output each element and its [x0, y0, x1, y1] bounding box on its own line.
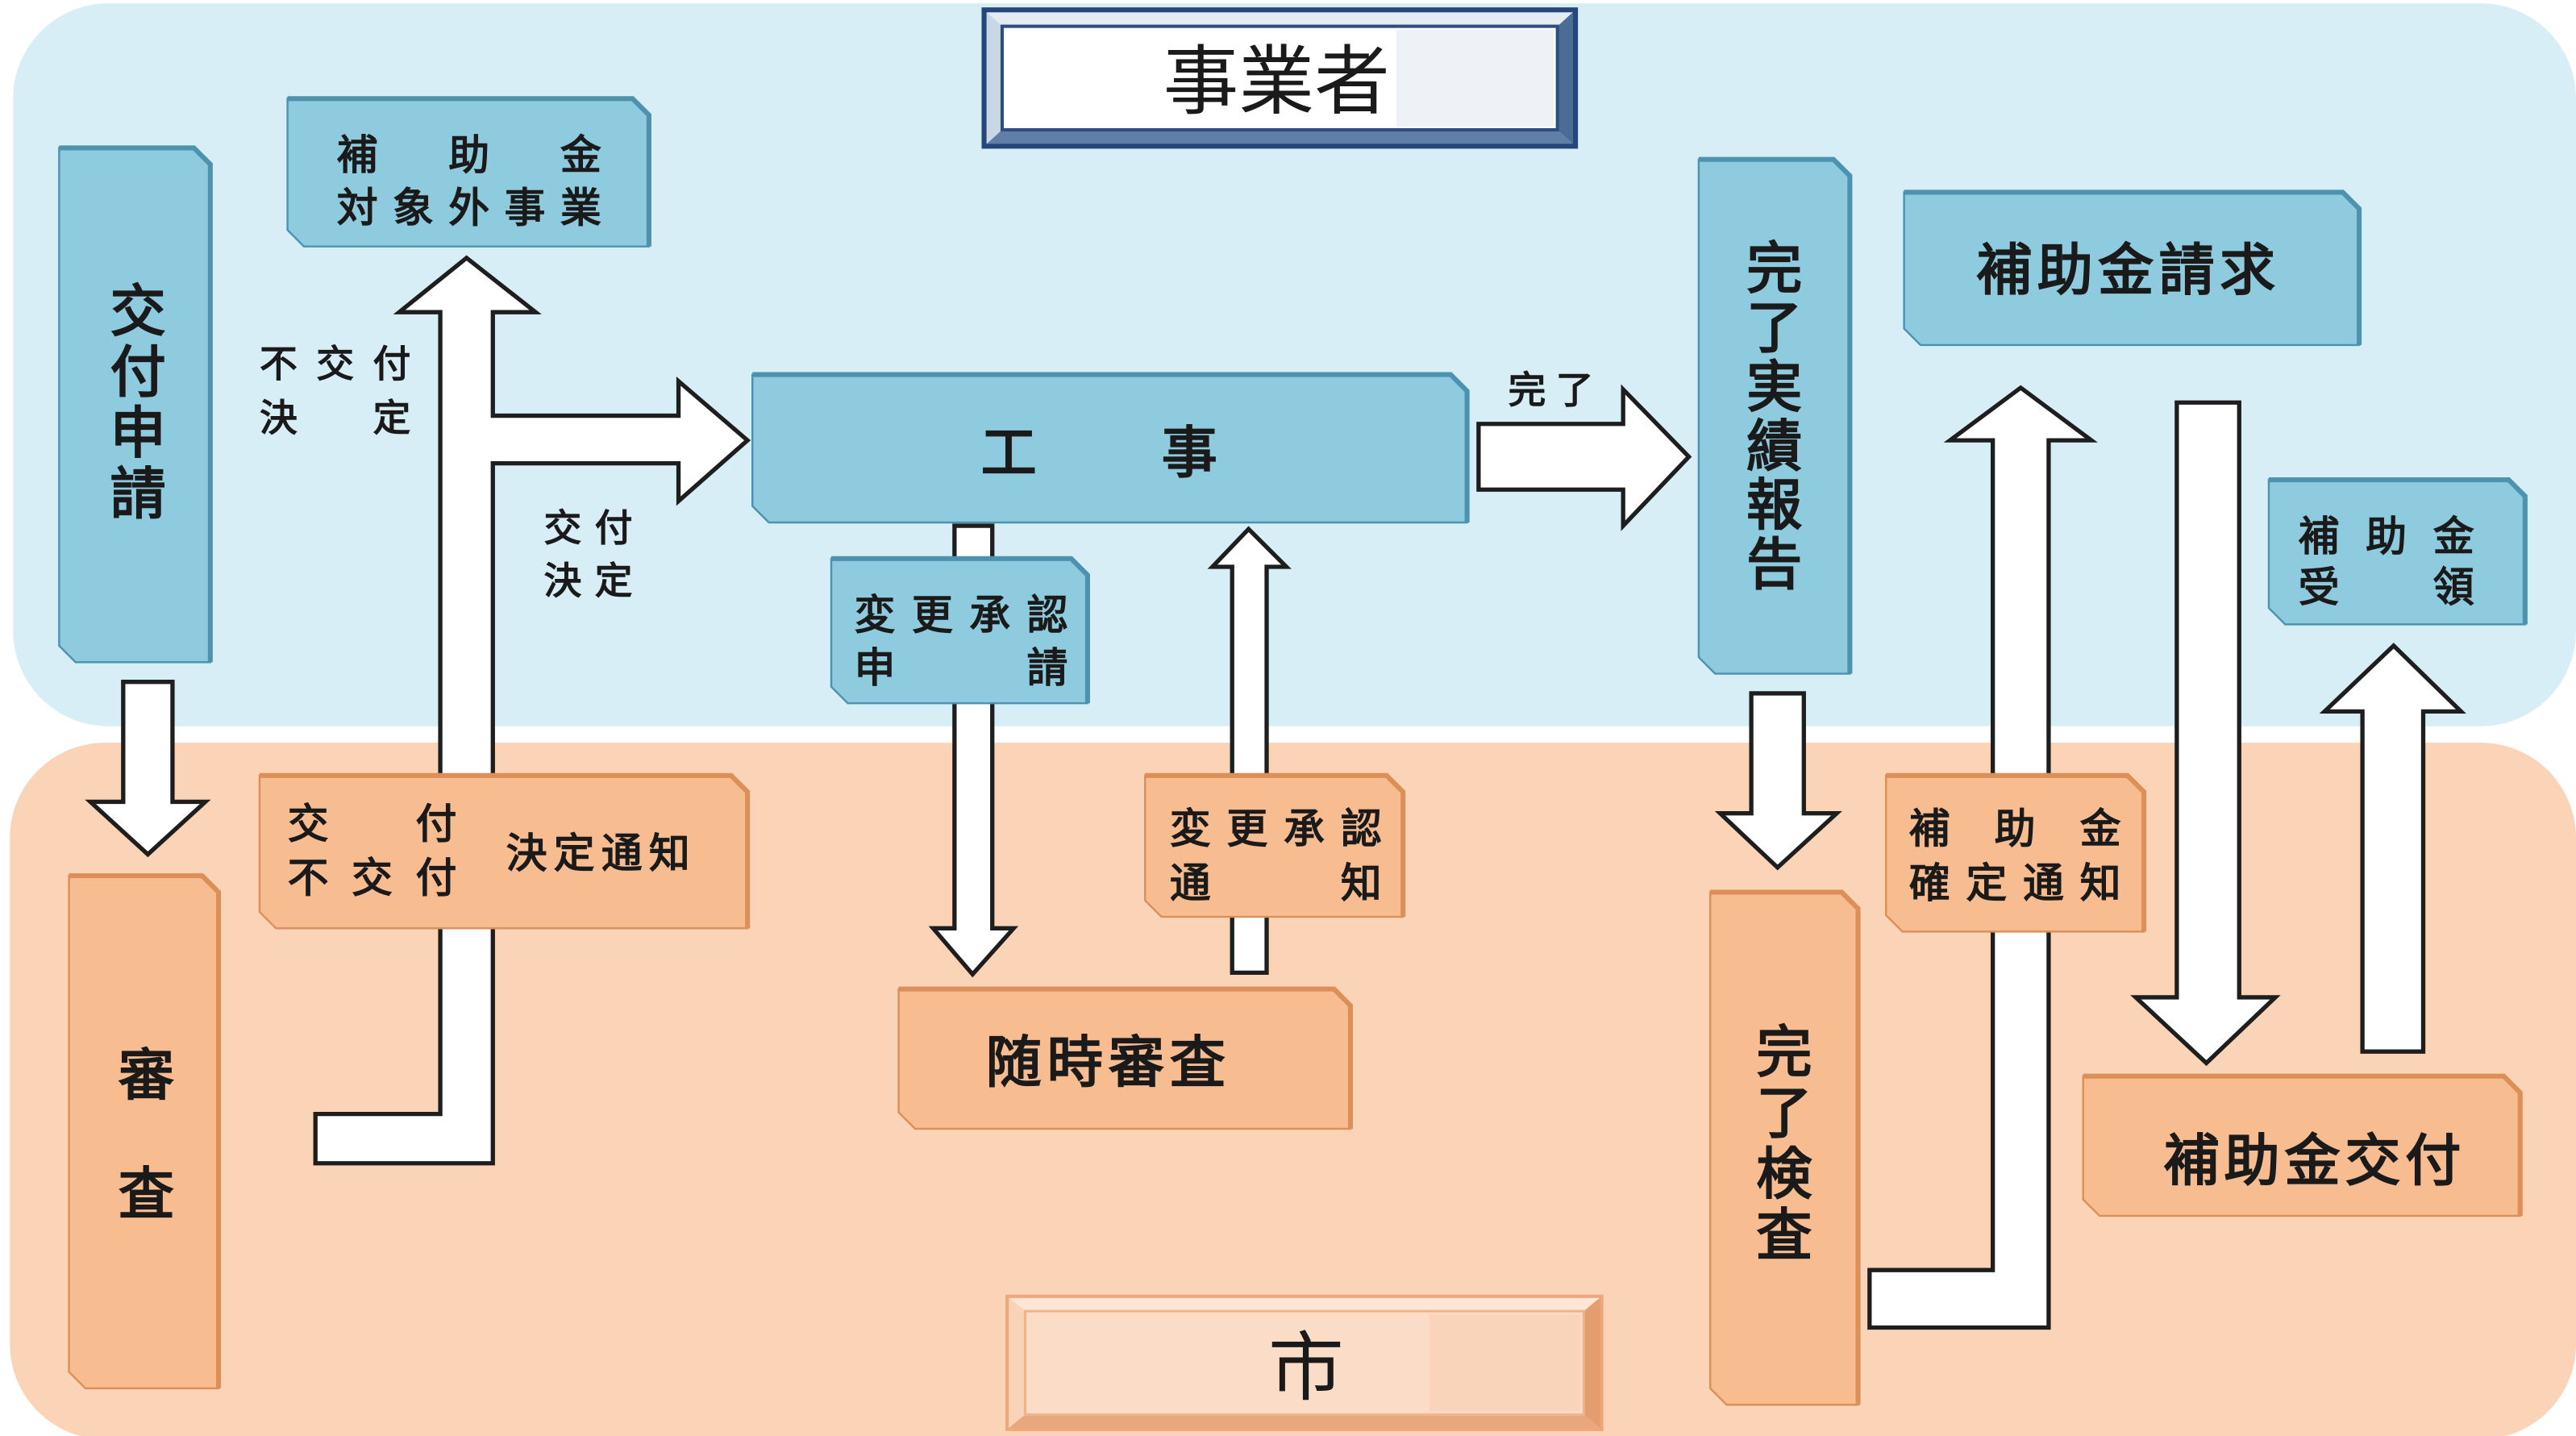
node-change-approval-request: 変更承認 申請	[830, 556, 1090, 705]
completion-report-label: 完了実績報告	[1746, 237, 1803, 597]
grant-application-label: 交付申請	[110, 280, 166, 527]
review-label: 審査	[118, 1044, 175, 1227]
business-operator-title-frame: 事業者	[981, 7, 1579, 149]
node-change-approval-notice: 変更承認 通知	[1144, 772, 1406, 918]
out-of-scope-line1: 補助金	[337, 132, 602, 180]
business-operator-area	[13, 3, 2576, 726]
arrow-completion-report-to-inspection	[1714, 691, 1842, 871]
grant-confirmation-notice-line1: 補助金	[1909, 806, 2122, 854]
non-grant-decision-line1: 不交付	[260, 343, 410, 386]
out-of-scope-line2: 対象外事業	[337, 185, 601, 232]
business-operator-title: 事業者	[1163, 38, 1390, 126]
grant-receipt-line1: 補助金	[2299, 514, 2475, 561]
node-grant-receipt: 補助金 受領	[2267, 477, 2528, 626]
arrow-grant-claim-to-payment	[2130, 400, 2281, 1067]
node-grant-confirmation-notice: 補助金 確定通知	[1884, 772, 2147, 933]
arrow-application-to-review	[85, 680, 211, 858]
grant-claim-label: 補助金請求	[1976, 239, 2275, 303]
node-grant-claim: 補助金請求	[1903, 189, 2362, 347]
completion-inspection-label: 完了検査	[1756, 1021, 1812, 1267]
node-construction: 工事	[751, 372, 1470, 524]
node-grant-payment: 補助金交付	[2082, 1073, 2523, 1217]
node-out-of-scope-project: 補助金 対象外事業	[286, 96, 651, 248]
grant-decision-notice-line2: 不交付	[288, 855, 457, 903]
node-ad-hoc-review: 随時審査	[897, 986, 1353, 1130]
node-completion-report: 完了実績報告	[1697, 156, 1853, 675]
city-title-frame: 市	[1005, 1294, 1604, 1431]
arrow-construction-to-completion-report	[1476, 384, 1692, 531]
node-grant-application: 交付申請	[58, 145, 213, 664]
node-grant-decision-notice: 交付 不交付 決定通知	[258, 772, 751, 930]
grant-payment-label: 補助金交付	[2164, 1130, 2462, 1194]
city-title: 市	[1268, 1325, 1344, 1413]
node-review: 審査	[68, 873, 222, 1390]
arrow-payment-to-receipt	[2319, 643, 2466, 1054]
arrow-review-decision-branch	[313, 255, 751, 1166]
node-completion-inspection: 完了検査	[1708, 889, 1861, 1406]
